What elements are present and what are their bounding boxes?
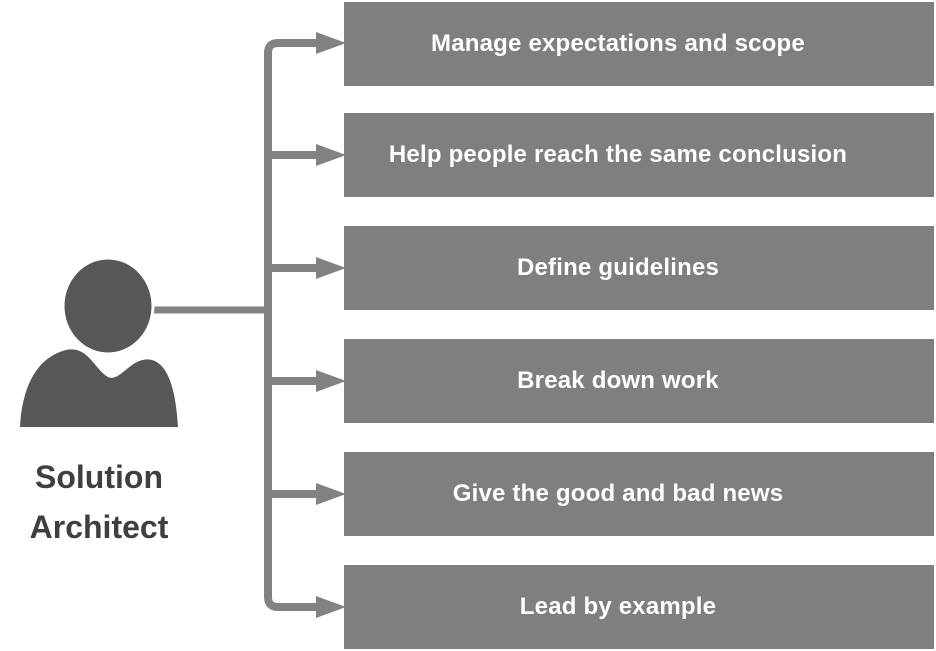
responsibility-label: Manage expectations and scope bbox=[431, 30, 805, 57]
arrowhead-icon bbox=[316, 596, 346, 618]
arrowhead-icon bbox=[316, 257, 346, 279]
arrowhead-icon bbox=[316, 32, 346, 54]
responsibility-box-5: Give the good and bad news bbox=[344, 452, 934, 536]
responsibility-box-4: Break down work bbox=[344, 339, 934, 423]
actor-label: Solution Architect bbox=[10, 452, 188, 552]
responsibility-box-6: Lead by example bbox=[344, 565, 934, 649]
responsibility-label: Lead by example bbox=[519, 593, 717, 620]
connector-branches bbox=[268, 151, 332, 498]
responsibility-label: Give the good and bad news bbox=[452, 480, 784, 507]
responsibility-label: Break down work bbox=[517, 367, 719, 394]
connector-spine bbox=[264, 39, 332, 611]
responsibility-box-3: Define guidelines bbox=[344, 226, 934, 310]
arrowhead-icon bbox=[316, 144, 346, 166]
arrowhead-icon bbox=[316, 370, 346, 392]
responsibility-label: Define guidelines bbox=[516, 254, 720, 281]
actor-label-line1: Solution bbox=[35, 459, 163, 495]
responsibility-label: Help people reach the same conclusion bbox=[388, 141, 848, 168]
arrowhead-icon bbox=[316, 483, 346, 505]
actor-label-line2: Architect bbox=[29, 509, 169, 545]
responsibility-box-1: Manage expectations and scope bbox=[344, 2, 934, 86]
person-icon bbox=[20, 256, 178, 427]
responsibility-box-2: Help people reach the same conclusion bbox=[344, 113, 934, 197]
